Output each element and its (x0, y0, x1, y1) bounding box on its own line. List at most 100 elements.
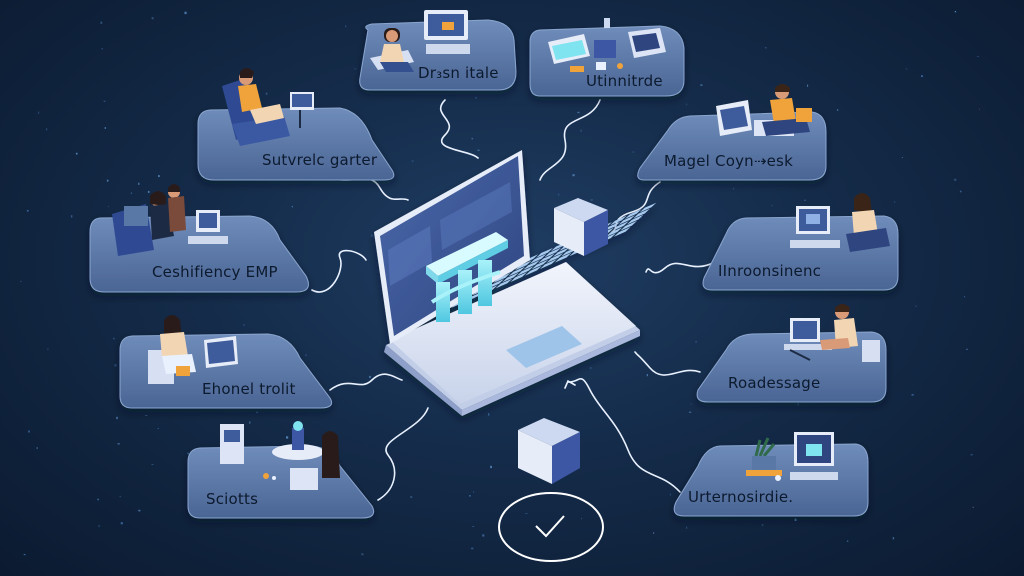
keyboard-key (553, 247, 570, 257)
keyboard-key (538, 253, 555, 264)
connector-right-4 (567, 378, 681, 493)
keyboard-key (546, 253, 563, 263)
particle (361, 553, 364, 556)
person-in-chair-icon (222, 68, 314, 146)
particle (37, 111, 40, 114)
particle (256, 411, 258, 414)
particle (901, 157, 903, 158)
keyboard-key (620, 220, 637, 231)
particle (286, 436, 289, 439)
particle (525, 513, 528, 514)
keyboard-key (639, 202, 657, 213)
particle (733, 187, 735, 190)
woman-with-laptop-icon (148, 315, 238, 384)
particle (117, 443, 120, 445)
particle (145, 415, 148, 416)
particle (20, 280, 22, 282)
monitor-with-plant-icon (746, 432, 838, 481)
particle (688, 411, 692, 413)
particle (471, 547, 474, 550)
particle (184, 11, 187, 15)
particle (473, 491, 475, 493)
check-circle-icon (498, 492, 604, 562)
keyboard-key (515, 260, 532, 271)
connector-right-1 (611, 181, 661, 233)
card-right-3[interactable] (696, 331, 887, 403)
particle (646, 374, 648, 377)
label-left-2: Ceshifiency EMP (152, 263, 278, 281)
particle (761, 524, 764, 527)
connector-left-1 (329, 177, 409, 201)
particle (976, 56, 979, 57)
keyboard-key (554, 252, 572, 263)
label-right-3: Roadessage (728, 374, 821, 392)
particle (911, 394, 914, 396)
particle (23, 554, 26, 556)
particle (488, 413, 490, 416)
label-top-left: Dr₃sn itale (418, 64, 499, 82)
keyboard-key (618, 215, 635, 225)
particle (70, 215, 73, 218)
particle (370, 234, 373, 237)
label-left-4: Sciotts (206, 490, 259, 508)
particle (97, 498, 99, 501)
particle (100, 21, 103, 24)
particle (130, 192, 132, 194)
connector-top-left (439, 99, 479, 159)
particle (794, 518, 797, 521)
particle (305, 354, 307, 356)
particle (475, 97, 477, 99)
arrowhead-right-4 (564, 379, 576, 389)
particle (620, 223, 622, 225)
particle (589, 366, 592, 370)
particle (101, 48, 103, 50)
particle (632, 151, 634, 153)
keyboard-key (626, 214, 644, 225)
keyboard-key (523, 260, 540, 270)
figure-with-machines-icon (220, 421, 340, 490)
particle (572, 174, 575, 177)
particle (686, 526, 688, 529)
particle (471, 137, 473, 140)
couple-at-desk-icon (112, 184, 228, 256)
particle (590, 199, 593, 201)
connector-right-3 (634, 351, 701, 376)
particle (138, 509, 141, 512)
particle (116, 416, 118, 420)
particle (954, 178, 957, 181)
particle (472, 297, 475, 300)
particle (972, 506, 974, 508)
particle (75, 152, 78, 155)
particle (846, 540, 849, 542)
connector-left-2 (311, 249, 367, 293)
particle (107, 206, 109, 208)
keyboard-key (625, 209, 642, 219)
particle (26, 210, 29, 212)
card-left-1[interactable] (197, 107, 395, 181)
particle (120, 522, 123, 525)
particle (490, 465, 492, 469)
keyboard-key (529, 254, 547, 264)
keyboard-key (540, 259, 557, 269)
particle (477, 149, 480, 151)
particle (577, 111, 580, 114)
particle (836, 109, 839, 111)
connector-left-3 (329, 373, 403, 391)
particle (469, 495, 471, 497)
label-right-4: Urternosirdie. (688, 488, 794, 506)
connectors (311, 99, 716, 501)
particle (640, 216, 642, 219)
particle (686, 103, 688, 106)
particle (970, 454, 973, 456)
particle (46, 128, 48, 131)
particle (894, 201, 896, 203)
particle (804, 199, 806, 201)
particle (98, 525, 100, 528)
particle (291, 206, 293, 208)
particle (558, 193, 560, 196)
woman-with-monitor-icon (370, 10, 470, 72)
connector-top-right (539, 99, 601, 181)
particle (157, 428, 159, 429)
particle (345, 25, 347, 28)
particle (243, 324, 245, 326)
